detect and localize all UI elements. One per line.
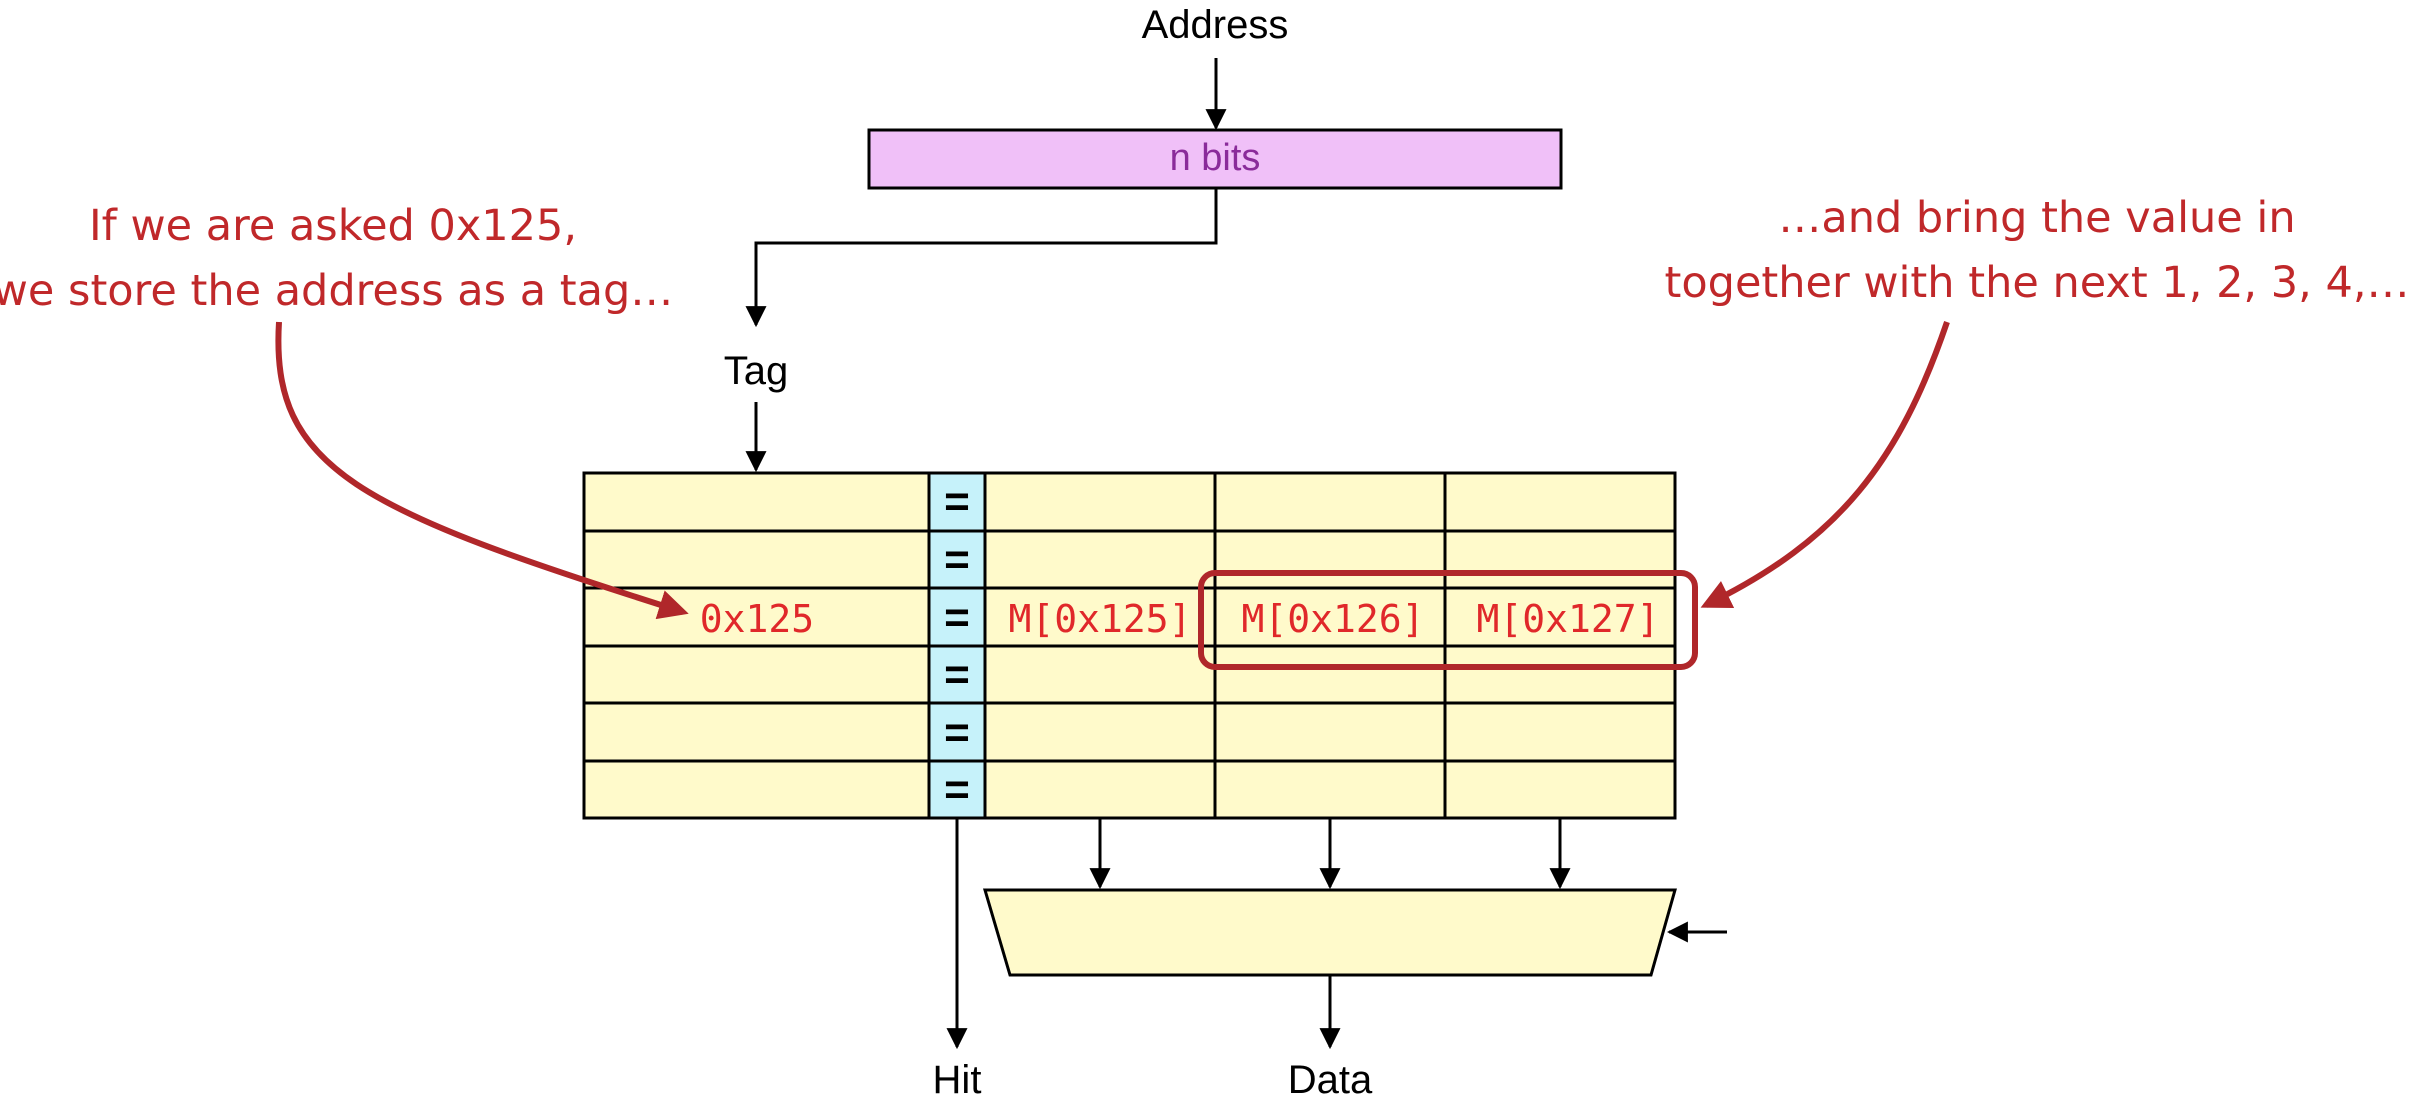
comparator-equals: = xyxy=(944,765,970,814)
comparator-equals: = xyxy=(944,708,970,757)
left-annotation-line1: If we are asked 0x125, xyxy=(89,201,577,251)
hit-label: Hit xyxy=(933,1058,982,1102)
row-data-1: M[0x126] xyxy=(1241,597,1424,641)
cache-table xyxy=(582,471,1677,820)
row-tag-value: 0x125 xyxy=(700,597,814,641)
comparator-equals: = xyxy=(944,650,970,699)
row-data-2: M[0x127] xyxy=(1476,597,1659,641)
address-label: Address xyxy=(1142,3,1289,47)
comparator-equals: = xyxy=(944,593,970,642)
left-annotation-arrow xyxy=(275,321,689,620)
tag-label: Tag xyxy=(724,349,789,393)
row-data-0: M[0x125] xyxy=(1008,597,1191,641)
right-annotation-line1: …and bring the value in xyxy=(1778,193,2295,243)
comparator-equals: = xyxy=(944,535,970,584)
comparator-equals: = xyxy=(944,477,970,526)
right-annotation-line2: together with the next 1, 2, 3, 4,… xyxy=(1664,258,2409,308)
right-annotation-arrow xyxy=(1700,321,1950,609)
register-to-tag-wire xyxy=(745,188,1218,328)
next-words-highlight xyxy=(1198,570,1698,670)
n-bits-label: n bits xyxy=(1170,137,1261,179)
data-label: Data xyxy=(1288,1058,1373,1102)
multiplexer xyxy=(982,888,1677,977)
left-annotation-line2: we store the address as a tag… xyxy=(0,266,673,316)
comparators: = = = = = = xyxy=(944,477,970,814)
